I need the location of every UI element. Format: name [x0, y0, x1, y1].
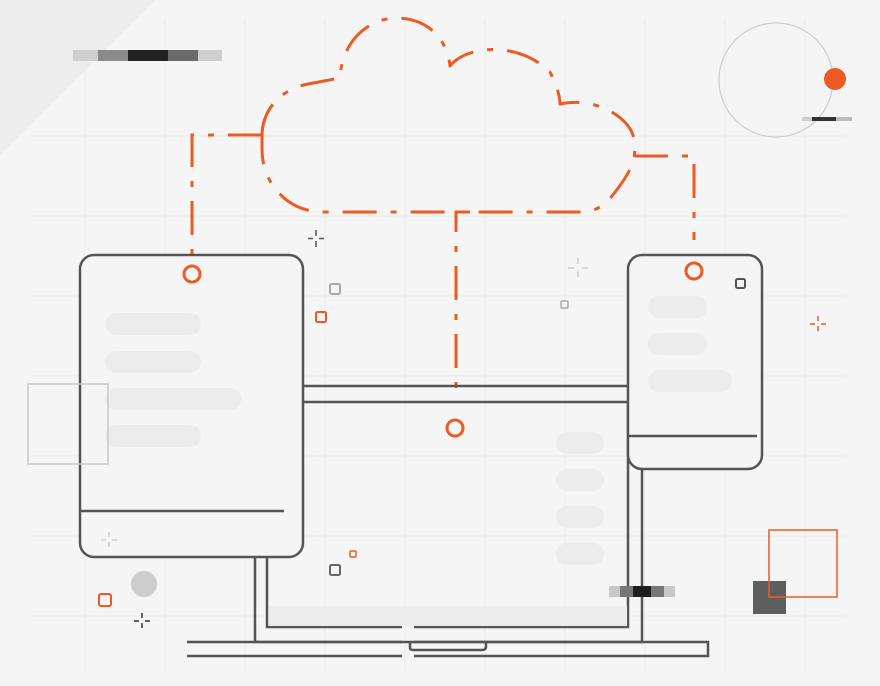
sparkle-icon: [134, 613, 150, 628]
tablet-placeholder-line: [105, 313, 201, 335]
sparkle-icon-group: [101, 230, 826, 628]
decor-bar-bottom-right: [609, 586, 675, 597]
tablet-placeholder-line: [105, 388, 241, 410]
laptop-base: [187, 640, 710, 658]
tablet-placeholder-line: [105, 351, 201, 373]
decor-bar-top-left: [73, 50, 222, 61]
sparkle-icon: [810, 316, 826, 331]
tablet-icon: [78, 253, 305, 559]
sparkle-icon: [101, 532, 117, 547]
small-square-icon: [349, 550, 357, 558]
corner-shape: [0, 0, 155, 155]
laptop-screen-inner: [265, 400, 630, 629]
sparkle-icon: [308, 230, 324, 247]
laptop-placeholder-line: [556, 506, 604, 528]
small-square-icon-group: [98, 283, 569, 607]
phone-placeholder-line: [648, 333, 707, 355]
connector-node-icon: [182, 264, 202, 284]
phone-placeholder-line: [648, 296, 707, 318]
phone-camera-icon: [735, 278, 746, 289]
laptop-icon: [187, 384, 710, 658]
phone-icon: [626, 253, 764, 471]
laptop-placeholder-line: [556, 543, 604, 565]
laptop-placeholder-line: [556, 432, 604, 454]
tablet-placeholder-line: [105, 425, 201, 447]
laptop-screen-footer-band: [269, 606, 627, 626]
decor-dot: [131, 571, 157, 597]
cloud-icon: [260, 16, 637, 214]
connector-to-laptop: [454, 210, 470, 400]
small-square-icon: [329, 564, 341, 576]
small-square-icon: [560, 300, 569, 309]
connector-to-phone: [634, 154, 696, 240]
sparkle-icon: [568, 258, 588, 277]
connector-node-icon: [445, 418, 465, 438]
decor-outline-square: [27, 383, 109, 465]
small-square-icon: [98, 593, 112, 607]
cloud-connectors: [190, 133, 696, 400]
small-square-icon: [329, 283, 341, 295]
connector-node-icon: [684, 261, 704, 281]
laptop-placeholder-line: [556, 469, 604, 491]
connector-to-tablet: [190, 133, 262, 255]
laptop-trackpad-notch: [408, 642, 488, 652]
circle-orbit-icon: [718, 22, 852, 138]
small-square-icon: [315, 311, 327, 323]
phone-placeholder-line: [648, 370, 732, 392]
decor-orange-outline-square: [768, 529, 838, 598]
